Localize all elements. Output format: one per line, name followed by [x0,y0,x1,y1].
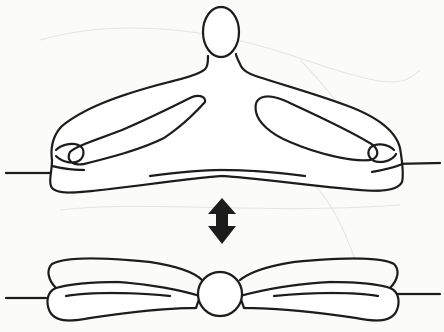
upper-figure-body [50,54,403,193]
lower-figure-left-limbs [48,282,200,320]
lower-folded-figure [48,259,399,321]
upper-seated-figure [50,7,403,193]
lower-figure-head [198,272,242,316]
double-headed-arrow-icon [208,198,236,244]
upper-figure-head [203,7,239,57]
lower-figure-right-limbs [240,282,398,320]
